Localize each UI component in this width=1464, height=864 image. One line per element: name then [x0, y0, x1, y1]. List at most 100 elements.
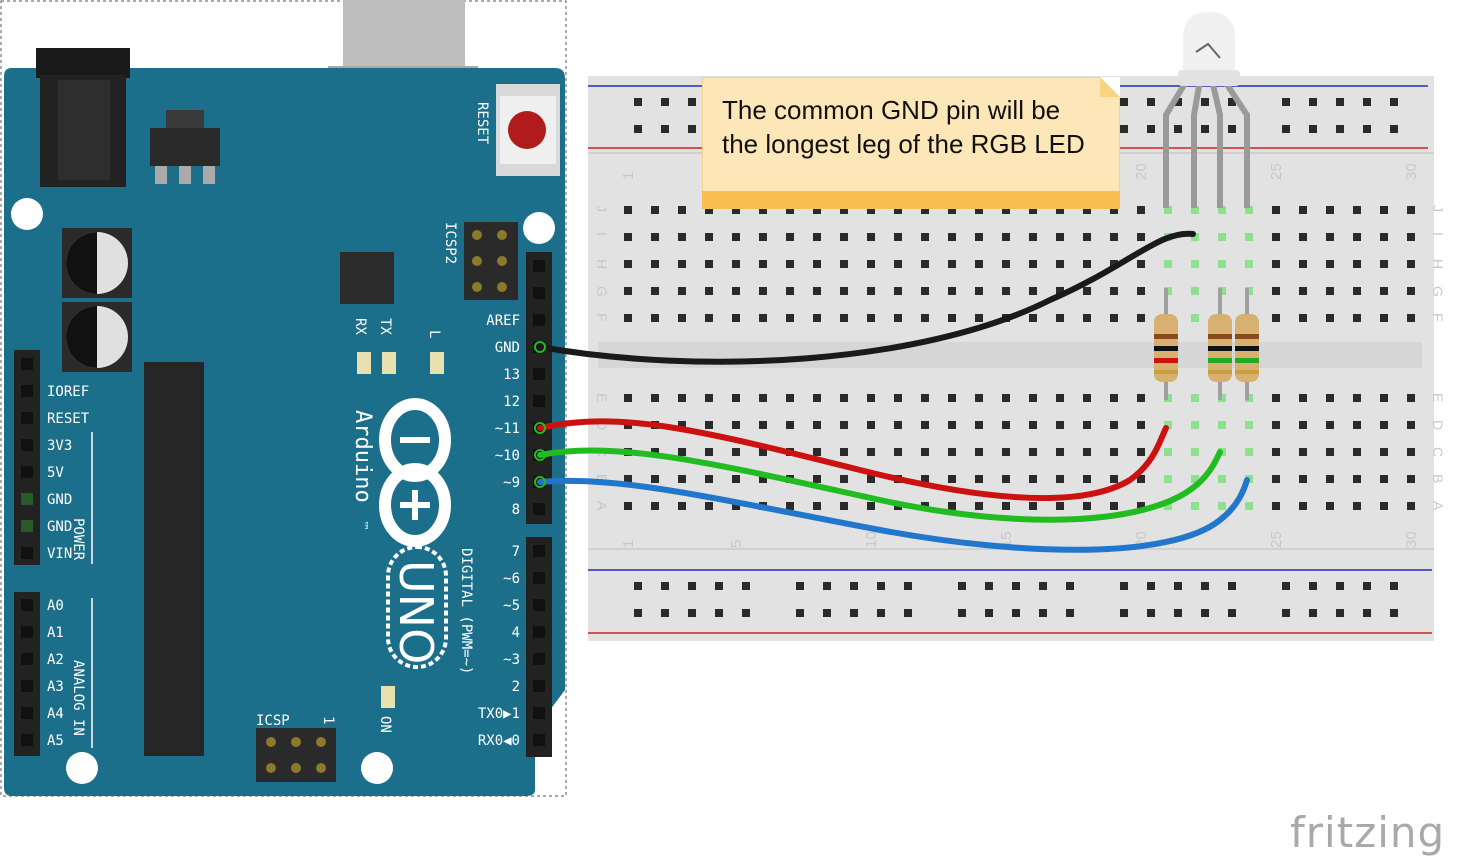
selection-frame [0, 0, 567, 797]
breadboard-hole [813, 206, 821, 214]
reset-button[interactable] [496, 84, 560, 176]
breadboard-hole [1407, 475, 1415, 483]
breadboard-hole [759, 448, 767, 456]
arduino-name: Arduino [350, 410, 375, 503]
breadboard-hole [1380, 448, 1388, 456]
breadboard-hole [1083, 233, 1091, 241]
breadboard-hole [1029, 421, 1037, 429]
breadboard-hole [678, 502, 686, 510]
breadboard-hole [1326, 233, 1334, 241]
breadboard-hole [1056, 206, 1064, 214]
rail-hole [1363, 609, 1371, 617]
breadboard-hole [732, 206, 740, 214]
breadboard-hole [732, 260, 740, 268]
breadboard-hole [840, 206, 848, 214]
power-header-icon [14, 350, 40, 565]
pin-socket [21, 466, 33, 478]
breadboard-hole [651, 314, 659, 322]
rail-hole [634, 125, 642, 133]
row-letter-right: I [1430, 232, 1446, 236]
breadboard-hole [975, 260, 983, 268]
breadboard-hole [786, 394, 794, 402]
breadboard-hole [867, 502, 875, 510]
breadboard-hole [732, 475, 740, 483]
icsp-pin1-label: 1 [320, 716, 336, 724]
breadboard-hole [1245, 233, 1253, 241]
breadboard-hole [1137, 233, 1145, 241]
breadboard-hole [948, 475, 956, 483]
analog-pin-label: A2 [47, 652, 64, 668]
breadboard-hole [678, 421, 686, 429]
breadboard-hole [1380, 475, 1388, 483]
rail-hole [661, 582, 669, 590]
breadboard-hole [1218, 260, 1226, 268]
pin9-wire [537, 477, 1250, 553]
breadboard-hole [678, 448, 686, 456]
digital-pin-label: ~3 [503, 652, 520, 668]
breadboard-hole [948, 421, 956, 429]
row-letter-left: J [594, 205, 610, 212]
breadboard-hole [1245, 206, 1253, 214]
column-number-top: 25 [1268, 163, 1285, 180]
row-letter-right: J [1430, 205, 1446, 212]
breadboard-hole [1245, 260, 1253, 268]
breadboard-hole [1083, 314, 1091, 322]
digital-pin-label: 7 [512, 544, 520, 560]
breadboard-hole [1137, 502, 1145, 510]
breadboard-hole [1191, 287, 1199, 295]
pin-socket [21, 547, 33, 559]
breadboard-hole [1137, 421, 1145, 429]
resistor-icon [1208, 288, 1232, 400]
column-number-bottom: 25 [1268, 531, 1285, 548]
breadboard-hole [732, 502, 740, 510]
breadboard-hole [894, 233, 902, 241]
l-led-icon [430, 352, 444, 374]
rail-hole [904, 582, 912, 590]
breadboard-hole [1218, 475, 1226, 483]
row-letter-left: E [594, 393, 610, 402]
breadboard-hole [1110, 314, 1118, 322]
rail-hole [1147, 582, 1155, 590]
row-letter-right: E [1430, 393, 1446, 402]
rail-hole [661, 98, 669, 106]
breadboard-hole [1299, 233, 1307, 241]
breadboard-hole [1299, 502, 1307, 510]
breadboard-hole [759, 475, 767, 483]
breadboard-hole [1407, 448, 1415, 456]
breadboard-hole [1326, 502, 1334, 510]
rail-hole [1120, 609, 1128, 617]
breadboard-hole [1407, 314, 1415, 322]
breadboard-hole [1002, 233, 1010, 241]
reset-label: RESET [474, 102, 490, 145]
breadboard-hole [1299, 421, 1307, 429]
breadboard-hole [1110, 502, 1118, 510]
breadboard-hole [1110, 475, 1118, 483]
breadboard-hole [1110, 421, 1118, 429]
breadboard-hole [678, 394, 686, 402]
pin-socket [533, 572, 545, 584]
pin11-wire [537, 418, 1169, 502]
breadboard-hole [624, 287, 632, 295]
breadboard-hole [651, 206, 659, 214]
breadboard-hole [1056, 502, 1064, 510]
breadboard-hole [759, 394, 767, 402]
rail-hole [1147, 125, 1155, 133]
rail-hole [1012, 582, 1020, 590]
arduino-logo-icon [379, 398, 451, 547]
row-letter-right: C [1430, 447, 1446, 457]
breadboard-hole [1326, 206, 1334, 214]
breadboard-hole [1218, 206, 1226, 214]
breadboard-hole [1299, 314, 1307, 322]
breadboard-hole [1272, 233, 1280, 241]
breadboard-hole [1191, 502, 1199, 510]
pin10-wire [537, 447, 1223, 523]
digital-pin-label: GND [495, 340, 520, 356]
breadboard-hole [786, 314, 794, 322]
breadboard-hole [1353, 502, 1361, 510]
icsp2-label: ICSP2 [442, 222, 458, 264]
pin-socket [21, 358, 33, 370]
breadboard-hole [948, 314, 956, 322]
digital-pin-label: 13 [503, 367, 520, 383]
